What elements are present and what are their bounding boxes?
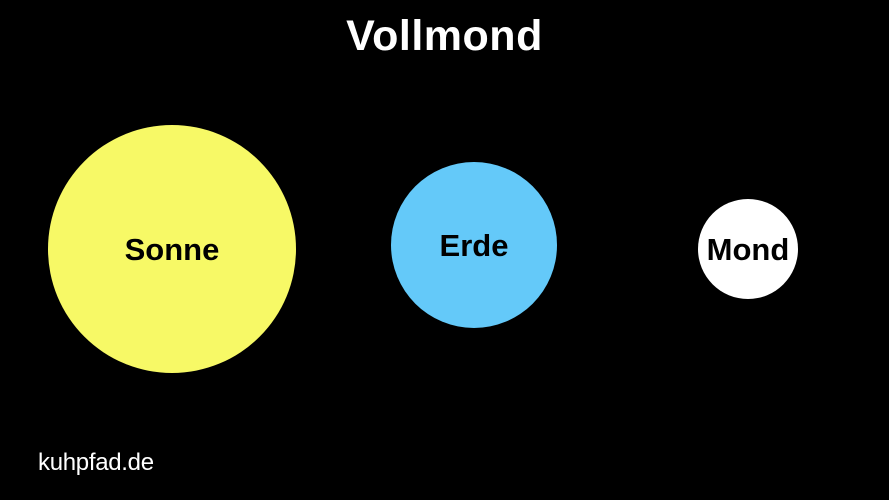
- moon-label: Mond: [706, 231, 790, 267]
- earth-circle: Erde: [391, 162, 557, 328]
- moon-circle: Mond: [698, 199, 798, 299]
- earth-label: Erde: [439, 227, 509, 263]
- sun-label: Sonne: [124, 231, 220, 267]
- diagram-title: Vollmond: [346, 12, 543, 60]
- sun-circle: Sonne: [48, 125, 296, 373]
- watermark-text: kuhpfad.de: [38, 449, 154, 476]
